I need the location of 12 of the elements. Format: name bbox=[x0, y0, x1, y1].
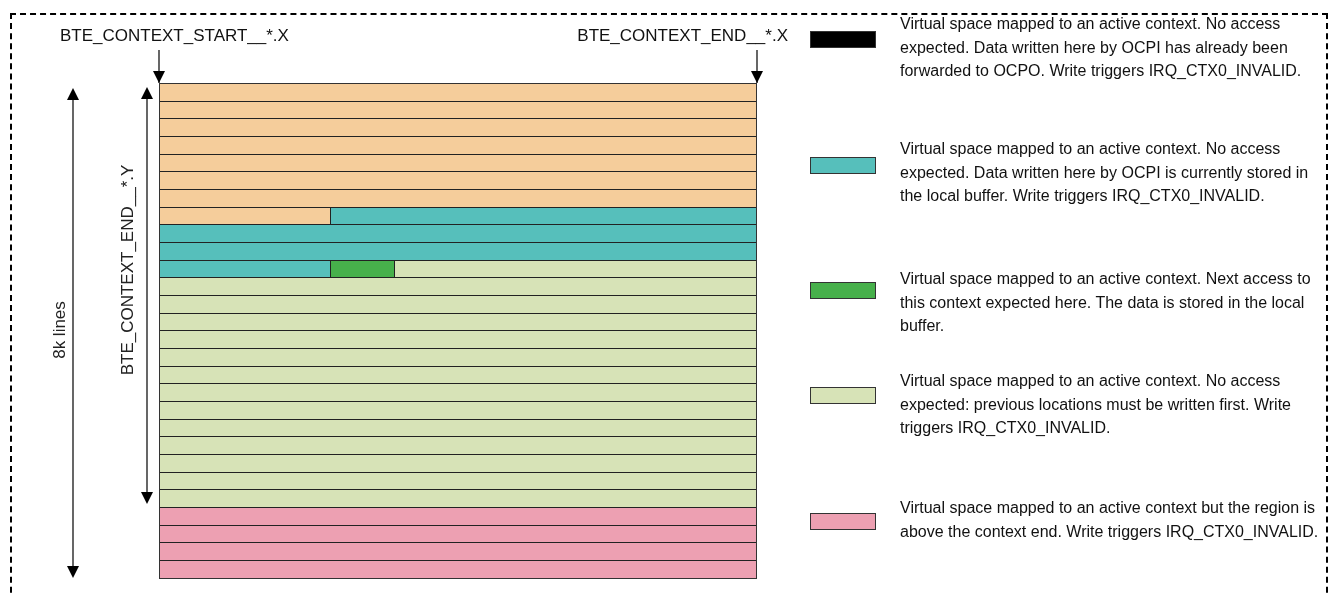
dimension-label: BTE_CONTEXT_END__*.Y bbox=[118, 164, 138, 376]
legend-text: Virtual space mapped to an active context. No access expected: previous locations must be written first. Write triggers IRQ_CTX0_INVALID. bbox=[900, 371, 1292, 438]
legend-text: Virtual space mapped to an active context. No access expected. Data written here by OCPI is currently stored in the local buffer. Write triggers IRQ_CTX0_INVALID. bbox=[900, 139, 1310, 206]
dimension-label: 8k lines bbox=[50, 301, 70, 359]
arrow bbox=[153, 49, 165, 84]
register-label: BTE_CONTEXT_START__*.X bbox=[60, 26, 289, 46]
legend-text: Virtual space mapped to an active context but the region is above the context end. Write triggers IRQ_CTX0_INVALID. bbox=[900, 498, 1320, 542]
register-label: BTE_CONTEXT_END__*.X bbox=[577, 26, 788, 46]
legend-text: Virtual space mapped to an active context. No access expected. Data written here by OCPI has already been forwarded to OCPO. Write triggers IRQ_CTX0_INVALID. bbox=[900, 14, 1303, 81]
memory-grid-drawing bbox=[159, 83, 757, 579]
legend-text: Virtual space mapped to an active context. Next access to this context expected here. The data is stored in the local buffer. bbox=[900, 269, 1312, 336]
arrow bbox=[751, 49, 763, 84]
